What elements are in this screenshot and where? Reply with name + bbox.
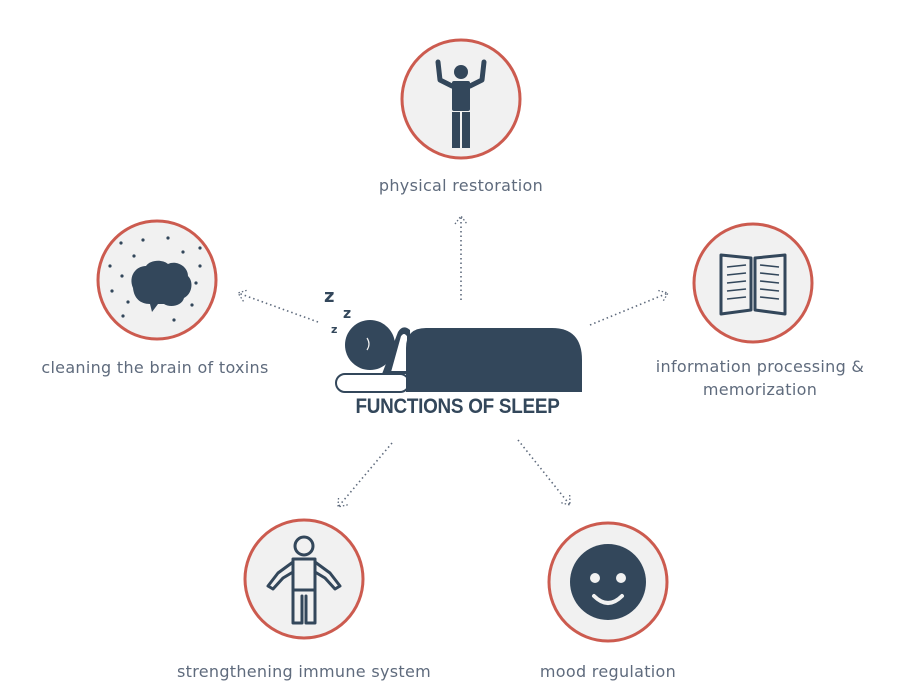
diagram-title: FUNCTIONS OF SLEEP (355, 395, 560, 418)
label-cleaning-brain: cleaning the brain of toxins (41, 358, 269, 377)
brain-icon (108, 236, 202, 322)
sleep-z-large: z (324, 286, 334, 307)
sleeping-person-icon (335, 320, 582, 393)
person-arms-raised-icon (435, 59, 487, 148)
arrows (236, 214, 670, 508)
label-information-processing: information processing & memorization (640, 355, 880, 401)
smiley-face-icon (570, 544, 646, 620)
arrow-to-information-processing (589, 289, 670, 326)
label-physical-restoration: physical restoration (378, 176, 544, 195)
sleep-z-small: z (331, 323, 337, 336)
sleep-z-icon: z z z (324, 286, 351, 336)
person-outline-icon (266, 535, 342, 625)
circle-immune-system (243, 518, 365, 640)
label-immune-system: strengthening immune system (177, 662, 431, 681)
open-book-icon (719, 253, 787, 316)
label-information-processing-line2: memorization (702, 380, 818, 399)
arrow-to-immune-system (337, 442, 393, 508)
arrow-to-cleaning-brain (236, 289, 319, 323)
arrow-to-mood-regulation (517, 439, 571, 506)
label-mood-regulation: mood regulation (539, 662, 677, 681)
circle-information-processing (692, 222, 814, 344)
sleep-z-medium: z (343, 306, 351, 322)
label-information-processing-line1: information processing & (655, 357, 865, 376)
